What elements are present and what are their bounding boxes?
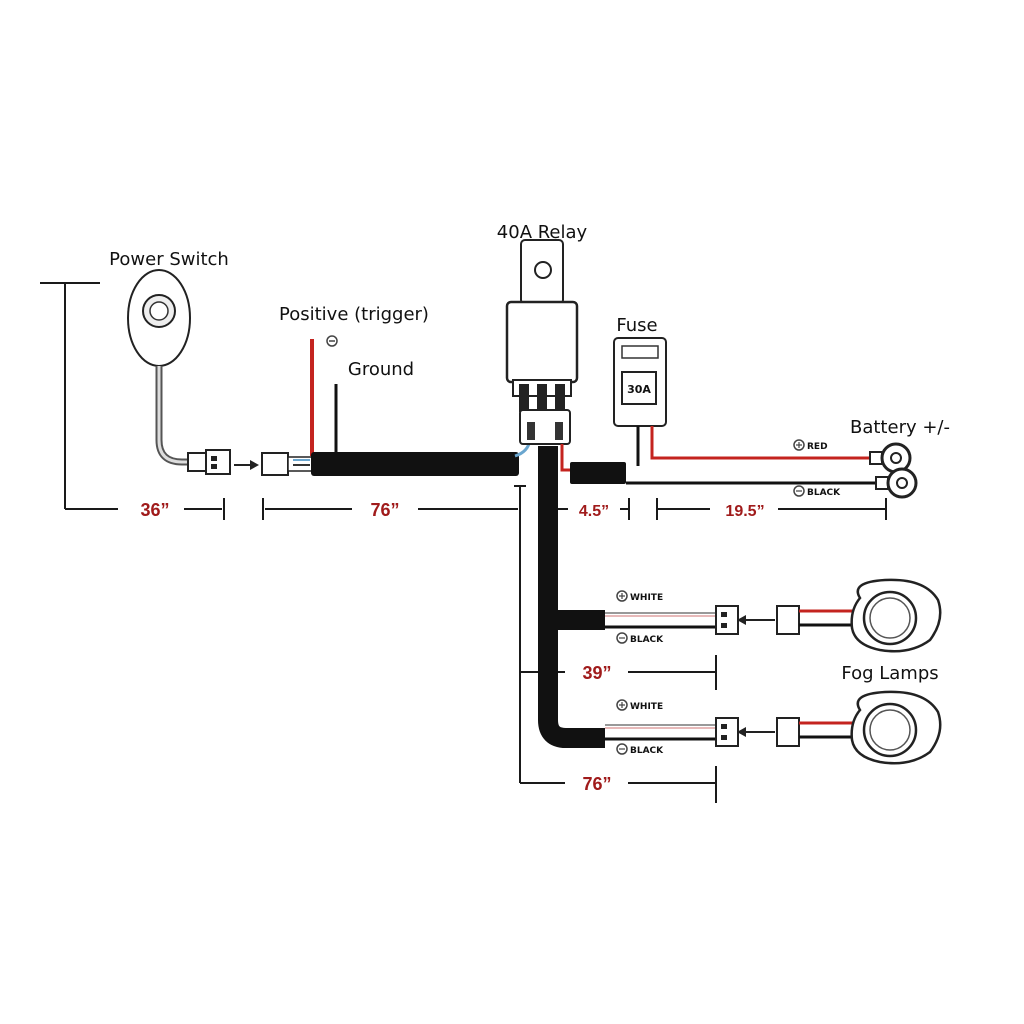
fuse-label: Fuse xyxy=(616,315,657,336)
fuse-holder xyxy=(613,337,790,466)
red-wire-tag xyxy=(793,439,805,451)
battery-label: Battery +/- xyxy=(850,417,950,438)
lamp-harness-sheath xyxy=(538,446,605,748)
main-harness-sheath xyxy=(311,452,519,476)
positive-trigger-label: Positive (trigger) xyxy=(279,304,429,325)
dimension-39-label: 39” xyxy=(582,663,611,683)
red-wire-tag-label: RED xyxy=(807,442,828,452)
white-wire-tag-2-label: WHITE xyxy=(630,702,663,712)
trigger-connector xyxy=(261,452,313,476)
power-switch-label: Power Switch xyxy=(109,249,229,270)
positive-trigger-tag xyxy=(326,335,338,347)
white-wire-tag-1 xyxy=(616,590,628,602)
dimension-76-trigger-bracket xyxy=(262,498,518,520)
dimension-76-trigger-label: 76” xyxy=(370,500,399,520)
black-wire-tag-2-label: BLACK xyxy=(630,746,664,756)
relay-label: 40A Relay xyxy=(497,222,588,243)
black-wire-tag-1-label: BLACK xyxy=(630,635,664,645)
fuse-rating: 30A xyxy=(627,383,651,396)
white-wire-tag-1-label: WHITE xyxy=(630,593,663,603)
battery-ring-terminal-black xyxy=(875,467,918,499)
fog-lamp-1 xyxy=(850,578,942,653)
dimension-19-5-label: 19.5” xyxy=(725,503,764,520)
black-wire-tag-label: BLACK xyxy=(807,488,841,498)
dimension-36-label: 36” xyxy=(140,500,169,520)
dimension-36-bracket xyxy=(40,282,225,520)
black-wire-tag-2 xyxy=(616,743,628,755)
white-wire-tag-2 xyxy=(616,699,628,711)
relay xyxy=(505,239,579,445)
dimension-4-5-label: 4.5” xyxy=(579,503,609,520)
fog-lamps-label: Fog Lamps xyxy=(841,663,938,684)
lamp2-leads xyxy=(605,717,860,747)
lamp1-leads xyxy=(605,605,860,635)
black-wire-tag-1 xyxy=(616,632,628,644)
dimension-19-5-bracket xyxy=(656,498,887,520)
fog-lamp-2 xyxy=(850,690,942,765)
black-wire-tag xyxy=(793,485,805,497)
dimension-lamp-bracket xyxy=(514,485,717,803)
dimension-76-lamp-label: 76” xyxy=(582,774,611,794)
ground-label: Ground xyxy=(348,359,414,380)
fuse-lead-sheath xyxy=(570,462,626,484)
power-switch xyxy=(127,269,259,475)
